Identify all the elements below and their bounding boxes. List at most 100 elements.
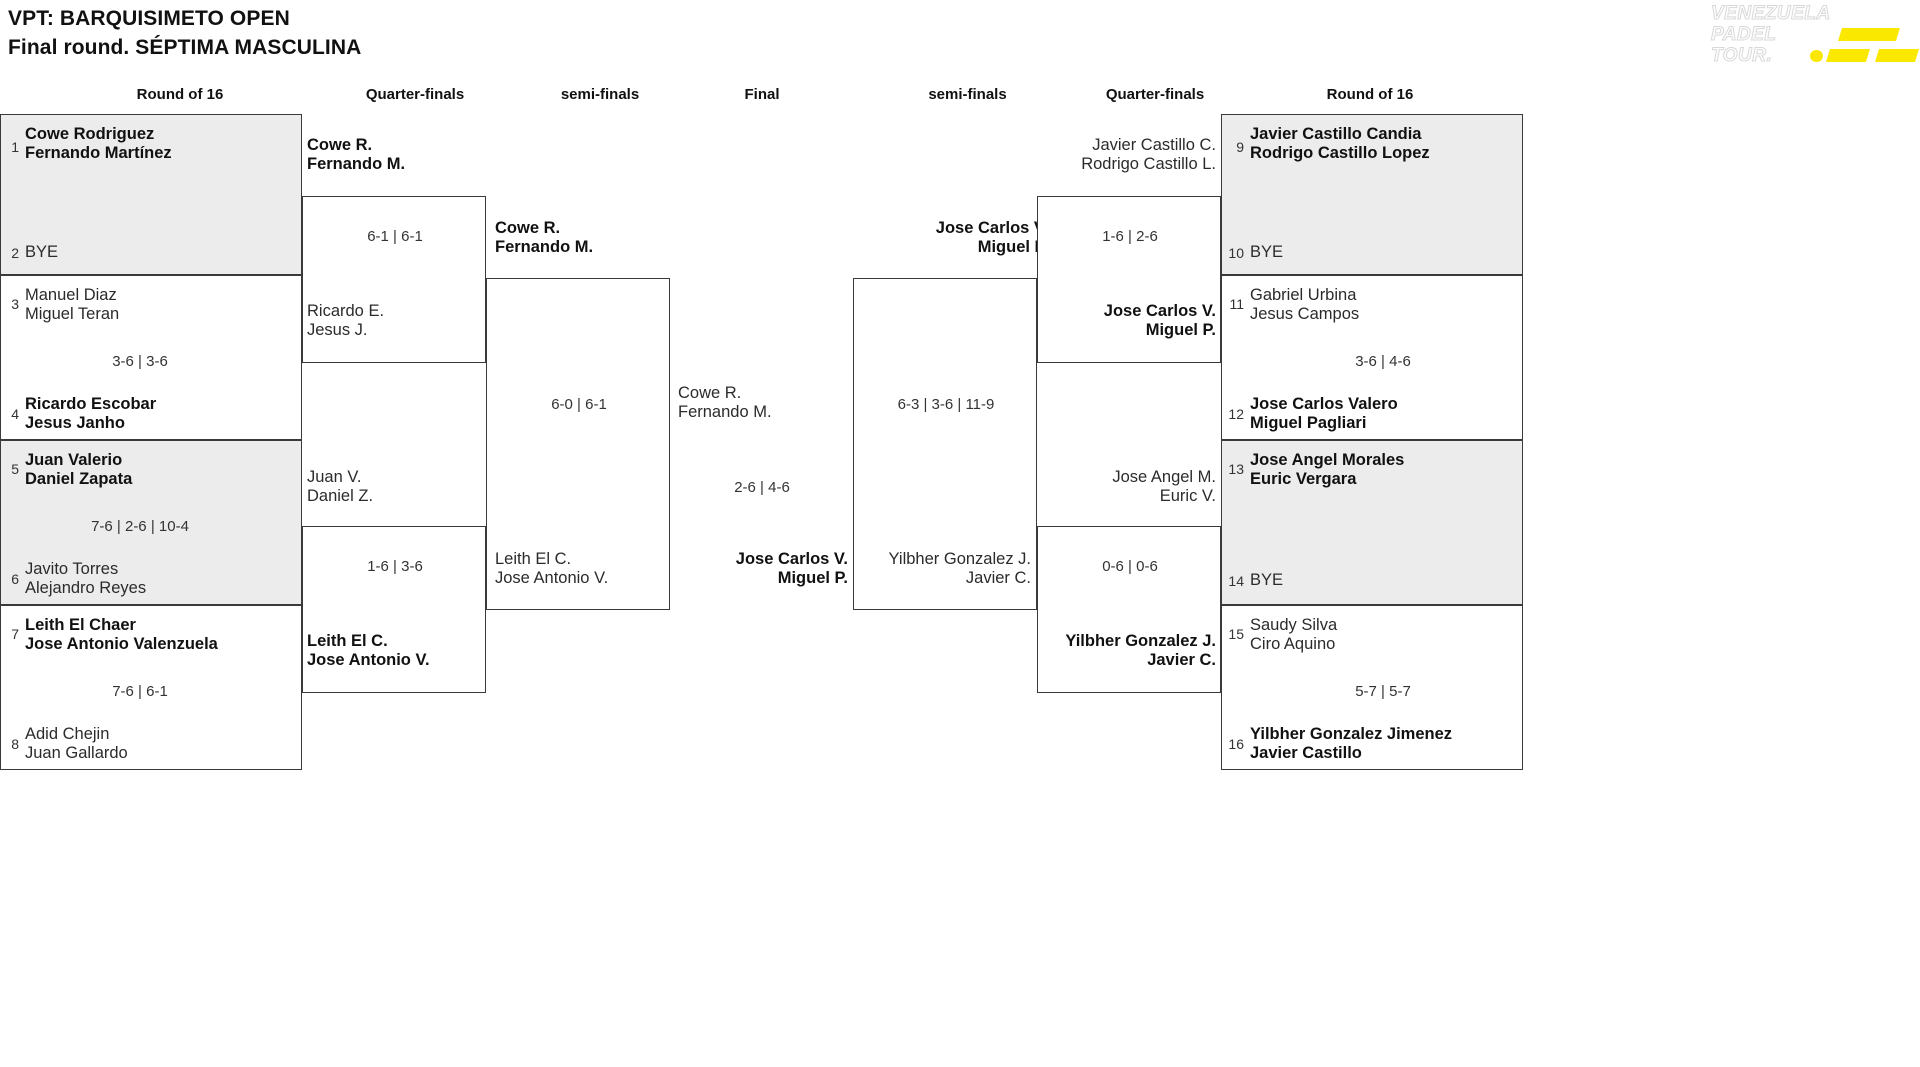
team-name-line2: Fernando Martínez [25, 144, 172, 162]
seed-number: 1 [11, 139, 19, 155]
r16-match-6[interactable]: 11 Gabriel Urbina Jesus Campos 3-6 | 4-6… [1221, 275, 1523, 440]
right-sf-loser-line2: Javier C. [965, 569, 1031, 587]
seed-number: 4 [11, 406, 19, 422]
page-title: VPT: BARQUISIMETO OPEN Final round. SÉPT… [8, 4, 361, 62]
left-qf-1-loser-line2: Jesus J. [307, 321, 368, 339]
final-team-a-line2: Fernando M. [678, 403, 772, 421]
right-qf-2-loser-line2: Euric V. [1159, 487, 1216, 505]
match-score: 1-6 | 3-6 [367, 558, 423, 575]
round-header-left-sf: semi-finals [560, 86, 640, 103]
tournament-name: VPT: BARQUISIMETO OPEN [8, 7, 290, 30]
seed-number: 14 [1228, 573, 1244, 589]
left-sf-loser-line2: Jose Antonio V. [495, 569, 609, 587]
r16-match-4[interactable]: 7 Leith El Chaer Jose Antonio Valenzuela… [0, 605, 302, 770]
team-name-line2: Jesus Janho [25, 414, 125, 432]
match-score: 0-6 | 0-6 [1102, 558, 1158, 575]
r16-match-3[interactable]: 5 Juan Valerio Daniel Zapata 7-6 | 2-6 |… [0, 440, 302, 605]
left-qf-match-1[interactable]: 6-1 | 6-1 [302, 196, 486, 363]
team-name-line2: Rodrigo Castillo Lopez [1250, 144, 1430, 162]
team-name-line2: Daniel Zapata [25, 470, 133, 488]
match-score: 1-6 | 2-6 [1102, 228, 1158, 245]
team-name-line1: Ricardo Escobar [25, 395, 157, 413]
round-header-right-r16: Round of 16 [1326, 86, 1414, 103]
team-name-line1: Juan Valerio [25, 451, 123, 469]
team-name-line1: Manuel Diaz [25, 286, 117, 304]
right-qf-2-winner-line2: Javier C. [1147, 651, 1216, 669]
right-sf-loser-line1: Yilbher Gonzalez J. [888, 550, 1031, 568]
seed-number: 2 [11, 245, 19, 261]
team-name-line2: Jesus Campos [1250, 305, 1360, 323]
team-name-line1: Saudy Silva [1250, 616, 1338, 634]
round-header-right-qf: Quarter-finals [1105, 86, 1205, 103]
right-sf-team-line1: Jose Carlos V. [935, 219, 1048, 237]
r16-match-7[interactable]: 13 Jose Angel Morales Euric Vergara 14 B… [1221, 440, 1523, 605]
right-qf-2-loser-line1: Jose Angel M. [1112, 468, 1216, 486]
seed-number: 6 [11, 571, 19, 587]
team-name-line1: Javito Torres [25, 560, 119, 578]
team-name-line2: Javier Castillo [1250, 744, 1362, 762]
seed-number: 5 [11, 461, 19, 477]
match-score: 6-1 | 6-1 [367, 228, 423, 245]
left-sf-team-line1: Cowe R. [495, 219, 561, 237]
right-qf-match-2[interactable]: 0-6 | 0-6 [1037, 526, 1221, 693]
logo-line-2: PADEL [1710, 24, 1777, 46]
round-header-left-r16: Round of 16 [136, 86, 224, 103]
seed-number: 8 [11, 736, 19, 752]
left-sf-loser-line1: Leith El C. [495, 550, 572, 568]
seed-number: 12 [1228, 406, 1244, 422]
team-name-line1: BYE [25, 243, 59, 261]
right-qf-match-1[interactable]: 1-6 | 2-6 [1037, 196, 1221, 363]
seed-number: 9 [1236, 139, 1244, 155]
round-header-left-qf: Quarter-finals [365, 86, 465, 103]
right-qf-1-winner-line2: Miguel P. [1145, 321, 1216, 339]
right-qf-1-winner-line1: Jose Carlos V. [1103, 302, 1216, 320]
r16-match-2[interactable]: 3 Manuel Diaz Miguel Teran 3-6 | 3-6 4 R… [0, 275, 302, 440]
match-score: 7-6 | 6-1 [112, 683, 168, 700]
round-header-right-sf: semi-finals [928, 86, 1007, 103]
team-name-line2: Ciro Aquino [1250, 635, 1336, 653]
venezuela-padel-tour-logo: VENEZUELA PADEL TOUR. [1707, 2, 1919, 70]
right-qf-1-loser-line2: Rodrigo Castillo L. [1081, 155, 1216, 173]
seed-number: 10 [1228, 245, 1244, 261]
team-name-line1: Adid Chejin [25, 725, 110, 743]
team-name-line2: Miguel Pagliari [1250, 414, 1367, 432]
left-qf-2-winner-line2: Jose Antonio V. [307, 651, 430, 669]
team-name-line1: Jose Carlos Valero [1250, 395, 1398, 413]
match-score: 6-3 | 3-6 | 11-9 [897, 396, 995, 413]
seed-number: 7 [11, 626, 19, 642]
team-name-line2: Euric Vergara [1250, 470, 1357, 488]
tournament-category: Final round. SÉPTIMA MASCULINA [8, 36, 362, 59]
team-name-line2: Jose Antonio Valenzuela [25, 635, 218, 653]
round-header-final: Final [744, 86, 780, 103]
left-qf-2-team-line2: Daniel Z. [307, 487, 374, 505]
team-name-line1: BYE [1250, 571, 1284, 589]
right-sf-match[interactable]: 6-3 | 3-6 | 11-9 [853, 278, 1037, 610]
seed-number: 13 [1228, 461, 1244, 477]
right-sf-team-line2: Miguel P. [977, 238, 1048, 256]
team-name-line1: Gabriel Urbina [1250, 286, 1357, 304]
final-score: 2-6 | 4-6 [734, 479, 790, 496]
seed-number: 16 [1228, 736, 1244, 752]
left-sf-team-line2: Fernando M. [495, 238, 594, 256]
logo-bar-3 [1875, 49, 1919, 62]
left-qf-2-team-line1: Juan V. [307, 468, 362, 486]
r16-match-8[interactable]: 15 Saudy Silva Ciro Aquino 5-7 | 5-7 16 … [1221, 605, 1523, 770]
r16-match-5[interactable]: 9 Javier Castillo Candia Rodrigo Castill… [1221, 114, 1523, 275]
left-qf-match-2[interactable]: 1-6 | 3-6 [302, 526, 486, 693]
team-name-line1: Jose Angel Morales [1250, 451, 1405, 469]
team-name-line1: Yilbher Gonzalez Jimenez [1250, 725, 1453, 743]
logo-line-1: VENEZUELA [1711, 3, 1831, 25]
seed-number: 15 [1228, 626, 1244, 642]
final-champion-line2: Miguel P. [777, 569, 848, 587]
left-qf-1-loser-line1: Ricardo E. [307, 302, 385, 320]
team-name-line1: Javier Castillo Candia [1250, 125, 1422, 143]
right-qf-1-loser-line1: Javier Castillo C. [1092, 136, 1216, 154]
team-name-line2: Alejandro Reyes [25, 579, 147, 597]
r16-match-1[interactable]: 1 Cowe Rodriguez Fernando Martínez 2 BYE [0, 114, 302, 275]
left-sf-match[interactable]: 6-0 | 6-1 [486, 278, 670, 610]
logo-bar-1 [1838, 28, 1900, 41]
left-qf-2-winner-line1: Leith El C. [307, 632, 388, 650]
match-score: 7-6 | 2-6 | 10-4 [91, 518, 189, 535]
left-qf-1-team-line2: Fernando M. [307, 155, 406, 173]
